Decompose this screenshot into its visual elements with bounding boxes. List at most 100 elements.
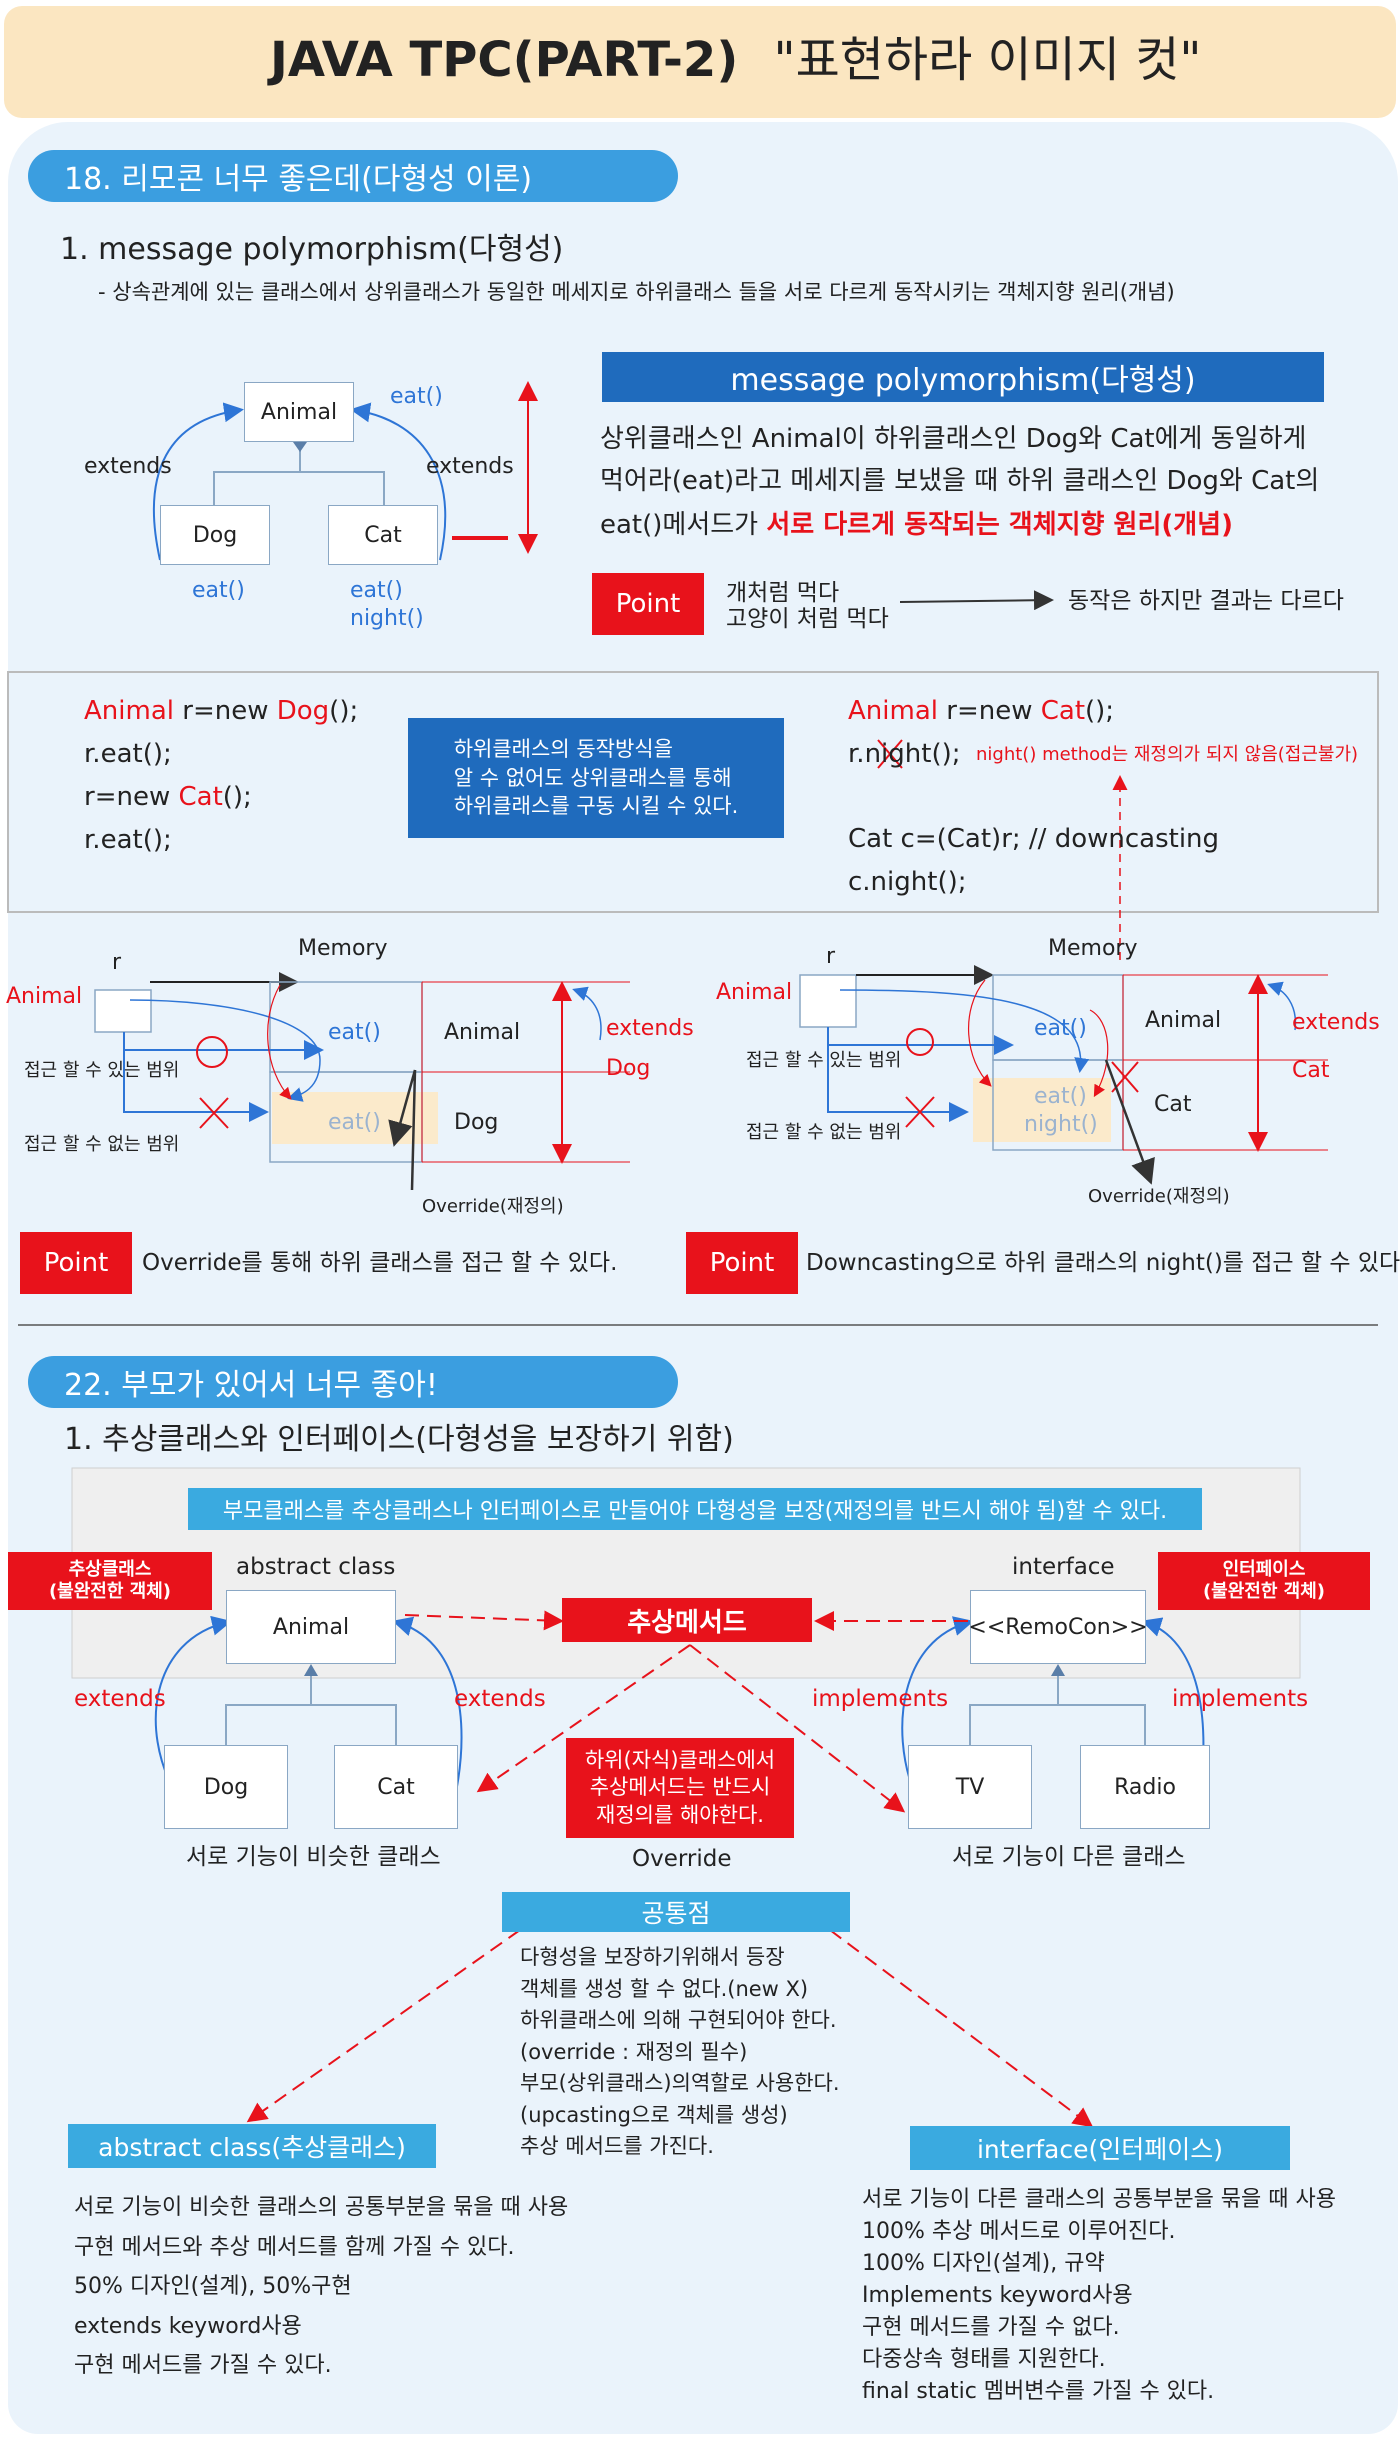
memL-animal: Animal (444, 1020, 521, 1045)
section-18-desc: - 상속관계에 있는 클래스에서 상위클래스가 동일한 메세지로 하위클래스 들… (98, 280, 1175, 304)
memR-override: Override(재정의) (1088, 1186, 1230, 1207)
d1-eat-top: eat() (390, 384, 443, 409)
s22-animal-box: Animal (226, 1590, 396, 1664)
common-list: 다형성을 보장하기위해서 등장 객체를 생성 할 수 없다.(new X) 하위… (520, 1942, 840, 2163)
point2-text: Override를 통해 하위 클래스를 접근 할 수 있다. (142, 1250, 618, 1276)
d1-dog-eat: eat() (192, 578, 245, 603)
common-line: 객체를 생성 할 수 없다.(new X) (520, 1976, 809, 2001)
s22-impl-right: implements (1172, 1686, 1309, 1712)
section-18-title: 18. 리모콘 너무 좋은데(다형성 이론) (28, 150, 678, 202)
title-suffix: "표현하라 이미지 컷" (773, 32, 1202, 88)
s22-impl-left: implements (812, 1686, 949, 1712)
mp-title-box: message polymorphism(다형성) (602, 352, 1324, 402)
override-label: Override (632, 1846, 732, 1872)
common-line: 다형성을 보장하기위해서 등장 (520, 1945, 785, 1969)
memR-cat: Cat (1154, 1092, 1192, 1117)
point-badge-1: Point (592, 573, 704, 635)
memL-dog-side: Dog (606, 1056, 651, 1081)
abs-line: 50% 디자인(설계), 50%구현 (74, 2274, 352, 2299)
abs-line: 서로 기능이 비슷한 클래스의 공통부분을 묶을 때 사용 (74, 2195, 569, 2220)
code-right-note: night() method는 재정의가 되지 않음(접근불가) (976, 744, 1359, 765)
similar-classes: 서로 기능이 비슷한 클래스 (186, 1844, 441, 1870)
section-18-subtitle: 1. message polymorphism(다형성) (60, 232, 564, 267)
iface-line: 100% 추상 메서드로 이루어진다. (862, 2219, 1176, 2244)
memR-night: night() (1024, 1112, 1098, 1137)
memL-animal-label: Animal (6, 984, 83, 1009)
d1-cat-eat: eat() (350, 578, 403, 603)
code-left-line-2: r.eat(); (84, 739, 172, 769)
memL-eat-1: eat() (328, 1020, 381, 1045)
memR-r: r (826, 944, 836, 969)
point3-text: Downcasting으로 하위 클래스의 night()를 접근 할 수 있다… (806, 1250, 1400, 1276)
s22-dog-box: Dog (164, 1745, 288, 1829)
memR-animal: Animal (1145, 1008, 1222, 1033)
common-line: (override : 재정의 필수) (520, 2039, 748, 2064)
mp-line-3a: eat()메서드가 (600, 510, 767, 540)
code-right-line-3: Cat c=(Cat)r; // downcasting (848, 824, 1220, 854)
mp-line-1: 상위클래스인 Animal이 하위클래스인 Dog와 Cat에게 동일하게 (600, 424, 1307, 454)
memR-eat-1: eat() (1034, 1016, 1087, 1041)
memR-title: Memory (1048, 936, 1138, 961)
s22-tv-box: TV (908, 1745, 1032, 1829)
iface-line: 서로 기능이 다른 클래스의 공통부분을 묶을 때 사용 (862, 2187, 1336, 2212)
point-badge-3: Point (686, 1232, 798, 1294)
point-badge-2: Point (20, 1232, 132, 1294)
mp-line-3: eat()메서드가 서로 다르게 동작되는 객체지향 원리(개념) (600, 510, 1233, 541)
memL-extends: extends (606, 1016, 694, 1041)
abs-method-box: 추상메서드 (562, 1598, 812, 1642)
memL-access-no: 접근 할 수 없는 범위 (24, 1134, 180, 1155)
different-classes: 서로 기능이 다른 클래스 (952, 1844, 1186, 1870)
iface-box: interface(인터페이스) (910, 2126, 1290, 2170)
code-left-line-1: Animal r=new Dog(); (84, 696, 359, 726)
abs-line: 구현 메서드와 추상 메서드를 함께 가질 수 있다. (74, 2234, 515, 2260)
memL-dog: Dog (454, 1110, 499, 1135)
memL-override: Override(재정의) (422, 1196, 564, 1217)
d1-extends-left: extends (84, 454, 172, 479)
d1-cat-box: Cat (328, 505, 438, 565)
code-right-line-1: Animal r=new Cat(); (848, 696, 1115, 726)
d1-cat-night: night() (350, 606, 424, 631)
mp-line-2: 먹어라(eat)라고 메세지를 보냈을 때 하위 클래스인 Dog와 Cat의 (600, 466, 1320, 496)
iface-tag: 인터페이스 (불완전한 객체) (1158, 1552, 1370, 1610)
code-mid-note: 하위클래스의 동작방식을 알 수 없어도 상위클래스를 통해 하위클래스를 구동… (453, 737, 739, 819)
s22-extends-right: extends (454, 1686, 546, 1712)
d1-dog-box: Dog (160, 505, 270, 565)
code-left-line-4: r.eat(); (84, 825, 172, 855)
iface-list: 서로 기능이 다른 클래스의 공통부분을 묶을 때 사용 100% 추상 메서드… (862, 2184, 1336, 2408)
common-line: 부모(상위클래스)의역할로 사용한다. (520, 2071, 840, 2095)
page-title: JAVA TPC(PART-2) "표현하라 이미지 컷" (270, 32, 1201, 90)
memL-eat-2: eat() (328, 1110, 381, 1135)
s22-remocon-box: <<RemoCon>> (968, 1590, 1148, 1664)
iface-line: 다중상속 형태를 지원한다. (862, 2347, 1106, 2372)
title-prefix: JAVA TPC(PART-2) (270, 32, 739, 88)
point1-dog: 개처럼 먹다 (726, 580, 840, 606)
memL-title: Memory (298, 936, 388, 961)
common-line: 하위클래스에 의해 구현되어야 한다. (520, 2008, 837, 2032)
code-right-line-4: c.night(); (848, 867, 967, 897)
s22-banner: 부모클래스를 추상클래스나 인터페이스로 만들어야 다형성을 보장(재정의를 반… (188, 1488, 1202, 1530)
iface-line: 100% 디자인(설계), 규약 (862, 2251, 1105, 2276)
memR-access-no: 접근 할 수 없는 범위 (746, 1122, 902, 1143)
common-line: 추상 메서드를 가진다. (520, 2134, 714, 2158)
point1-cat: 고양이 처럼 먹다 (726, 606, 889, 632)
header-banner (4, 6, 1396, 118)
d1-animal-box: Animal (244, 382, 354, 442)
d1-extends-right: extends (426, 454, 514, 479)
code-left-line-3: r=new Cat(); (84, 782, 252, 812)
iface-line: Implements keyword사용 (862, 2283, 1133, 2308)
memR-animal-label: Animal (716, 980, 793, 1005)
code-right-line-2: r.night(); (848, 739, 961, 769)
memR-extends: extends (1292, 1010, 1380, 1035)
abs-line: extends keyword사용 (74, 2313, 302, 2339)
mp-line-3b: 서로 다르게 동작되는 객체지향 원리(개념) (766, 510, 1233, 540)
iface-label: interface (1012, 1554, 1115, 1580)
s22-radio-box: Radio (1080, 1745, 1210, 1829)
abs-class-list: 서로 기능이 비슷한 클래스의 공통부분을 묶을 때 사용 구현 메서드와 추상… (74, 2188, 568, 2386)
mp-title: message polymorphism(다형성) (730, 363, 1196, 398)
memR-access-ok: 접근 할 수 있는 범위 (746, 1050, 902, 1071)
s22-extends-left: extends (74, 1686, 166, 1712)
abs-class-tag: 추상클래스 (불완전한 객체) (8, 1552, 212, 1610)
memR-eat-2: eat() (1034, 1084, 1087, 1109)
iface-line: final static 멤버변수를 가질 수 있다. (862, 2379, 1215, 2404)
abs-class-label: abstract class (236, 1554, 396, 1580)
